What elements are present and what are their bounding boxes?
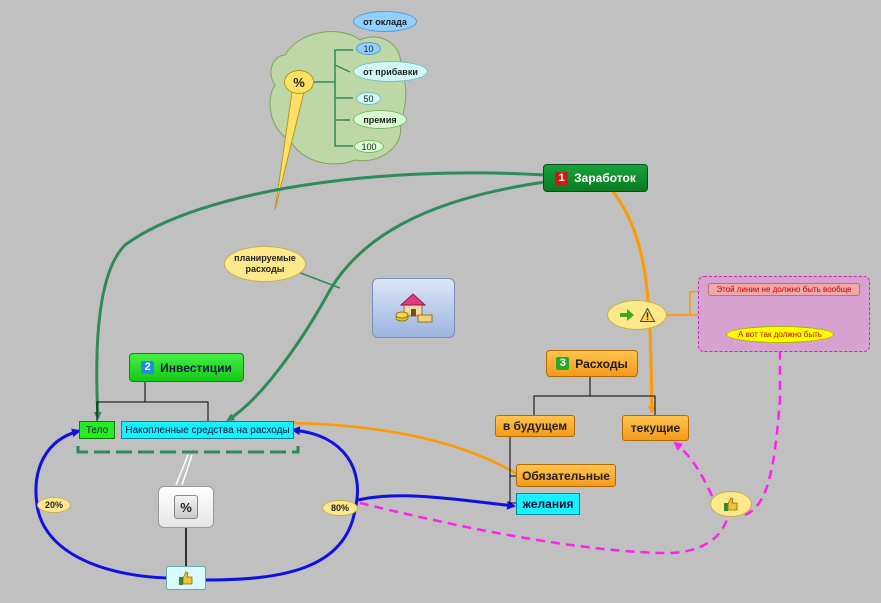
expenses-node[interactable]: 3 Расходы [546,350,638,377]
value-bonus[interactable]: 100 [354,140,384,153]
investments-node[interactable]: 2 Инвестиции [129,353,244,382]
label-from-salary[interactable]: от оклада [353,11,417,32]
percent-hub-symbol: % [293,74,305,90]
expenses-label: Расходы [575,356,628,371]
wishes-node[interactable]: желания [516,493,580,515]
investments-label: Инвестиции [160,360,232,375]
planned-expenses-callout[interactable]: планируемые расходы [224,246,306,282]
value-from-salary[interactable]: 10 [356,42,381,55]
label-bonus[interactable]: премия [353,110,407,129]
thumbs-up-oval[interactable] [710,491,752,517]
earnings-number: 1 [555,171,569,185]
house-money-icon [395,293,432,323]
arrow-warning-node[interactable] [607,300,667,330]
label-20-percent[interactable]: 20% [37,497,71,513]
thumbs-up-icon [724,496,738,511]
body-box[interactable]: Тело [79,421,115,439]
percent-hub[interactable]: % [284,70,314,94]
percent-card-icon: % [174,495,198,519]
future-node[interactable]: в будущем [495,415,575,437]
thumbs-up-node[interactable] [166,566,206,590]
investments-number: 2 [141,361,155,374]
thumbs-up-icon [179,570,193,585]
percent-card[interactable]: % [158,486,214,528]
note-right-line[interactable]: А вот так должно быть [726,326,834,343]
label-from-raise[interactable]: от прибавки [353,61,428,82]
earnings-node[interactable]: 1 Заработок [543,164,648,192]
arrow-right-icon [619,309,634,321]
warning-icon [639,308,655,322]
house-money-card[interactable] [372,278,455,338]
savings-box[interactable]: Накопленные средства на расходы [121,421,294,439]
expenses-number: 3 [556,357,570,370]
mandatory-node[interactable]: Обязательные [516,464,616,487]
note-wrong-line[interactable]: Этой линии не должно быть вообще [708,283,860,296]
value-from-raise[interactable]: 50 [356,92,381,105]
label-80-percent[interactable]: 80% [322,500,358,516]
earnings-label: Заработок [574,171,636,185]
current-node[interactable]: текущие [622,415,689,441]
